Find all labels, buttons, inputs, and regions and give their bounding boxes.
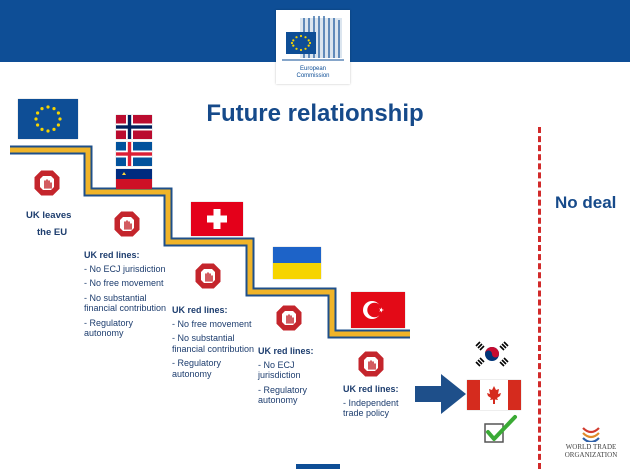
- red-lines-title: UK red lines:: [172, 305, 228, 315]
- stop-icon: [194, 262, 222, 290]
- red-line-item: - No free movement: [172, 318, 252, 329]
- page-title: Future relationship: [206, 100, 424, 127]
- stage-uk-leaves-line1: UK leaves: [26, 210, 72, 221]
- ec-building-icon: [282, 16, 344, 61]
- wto-logo-icon: [582, 427, 600, 442]
- red-lines-list: UK red lines: - No free movement - No su…: [172, 305, 258, 383]
- wto-text-line2: ORGANIZATION: [564, 451, 618, 459]
- red-lines-list: UK red lines: - No ECJ jurisdiction - Re…: [258, 346, 324, 410]
- red-lines-title: UK red lines:: [343, 384, 399, 394]
- flag-norway-icon: [116, 115, 152, 139]
- flag-eu-icon: [18, 99, 78, 139]
- red-line-item: - Regulatory autonomy: [84, 317, 134, 339]
- ec-text-line2: Commission: [296, 73, 330, 79]
- bottom-accent-bar: [296, 464, 340, 469]
- flag-iceland-icon: [116, 142, 152, 166]
- european-commission-logo: European Commission: [276, 10, 350, 84]
- ec-text-line1: European: [299, 66, 327, 72]
- red-line-item: - Regulatory autonomy: [258, 384, 308, 406]
- stage-uk-leaves-line2: the EU: [37, 227, 68, 238]
- no-deal-divider: [538, 127, 541, 469]
- flag-canada-icon: [467, 380, 521, 410]
- flag-ukraine-icon: [273, 247, 321, 279]
- arrow-right-icon: [415, 374, 466, 414]
- checkmark-icon: [484, 415, 517, 443]
- stop-icon: [113, 210, 141, 238]
- flag-liechtenstein-icon: [116, 169, 152, 189]
- no-deal-label: No deal: [555, 193, 617, 212]
- red-line-item: - No ECJ jurisdiction: [258, 359, 301, 381]
- stop-icon: [275, 304, 303, 332]
- red-line-item: - No substantial financial contribution: [84, 292, 167, 314]
- stop-icon: [357, 350, 385, 378]
- red-lines-list: UK red lines: - No ECJ jurisdiction - No…: [84, 250, 172, 343]
- red-lines-title: UK red lines:: [84, 250, 140, 260]
- red-line-item: - No ECJ jurisdiction: [84, 263, 166, 274]
- red-line-item: - No free movement: [84, 278, 164, 288]
- red-line-item: - Independent trade policy: [343, 397, 399, 419]
- flag-switzerland-icon: [191, 202, 243, 236]
- red-line-item: - Regulatory autonomy: [172, 358, 222, 379]
- flag-turkey-icon: [351, 292, 405, 328]
- red-line-item: - No substantial financial contribution: [172, 333, 255, 354]
- wto-text: WORLD TRADE ORGANIZATION: [556, 443, 626, 459]
- wto-text-line1: WORLD TRADE: [565, 443, 617, 451]
- red-lines-list: UK red lines: - Independent trade policy: [343, 384, 413, 423]
- red-lines-title: UK red lines:: [258, 346, 314, 356]
- stop-icon: [33, 169, 61, 197]
- flag-south-korea-icon: [470, 339, 514, 369]
